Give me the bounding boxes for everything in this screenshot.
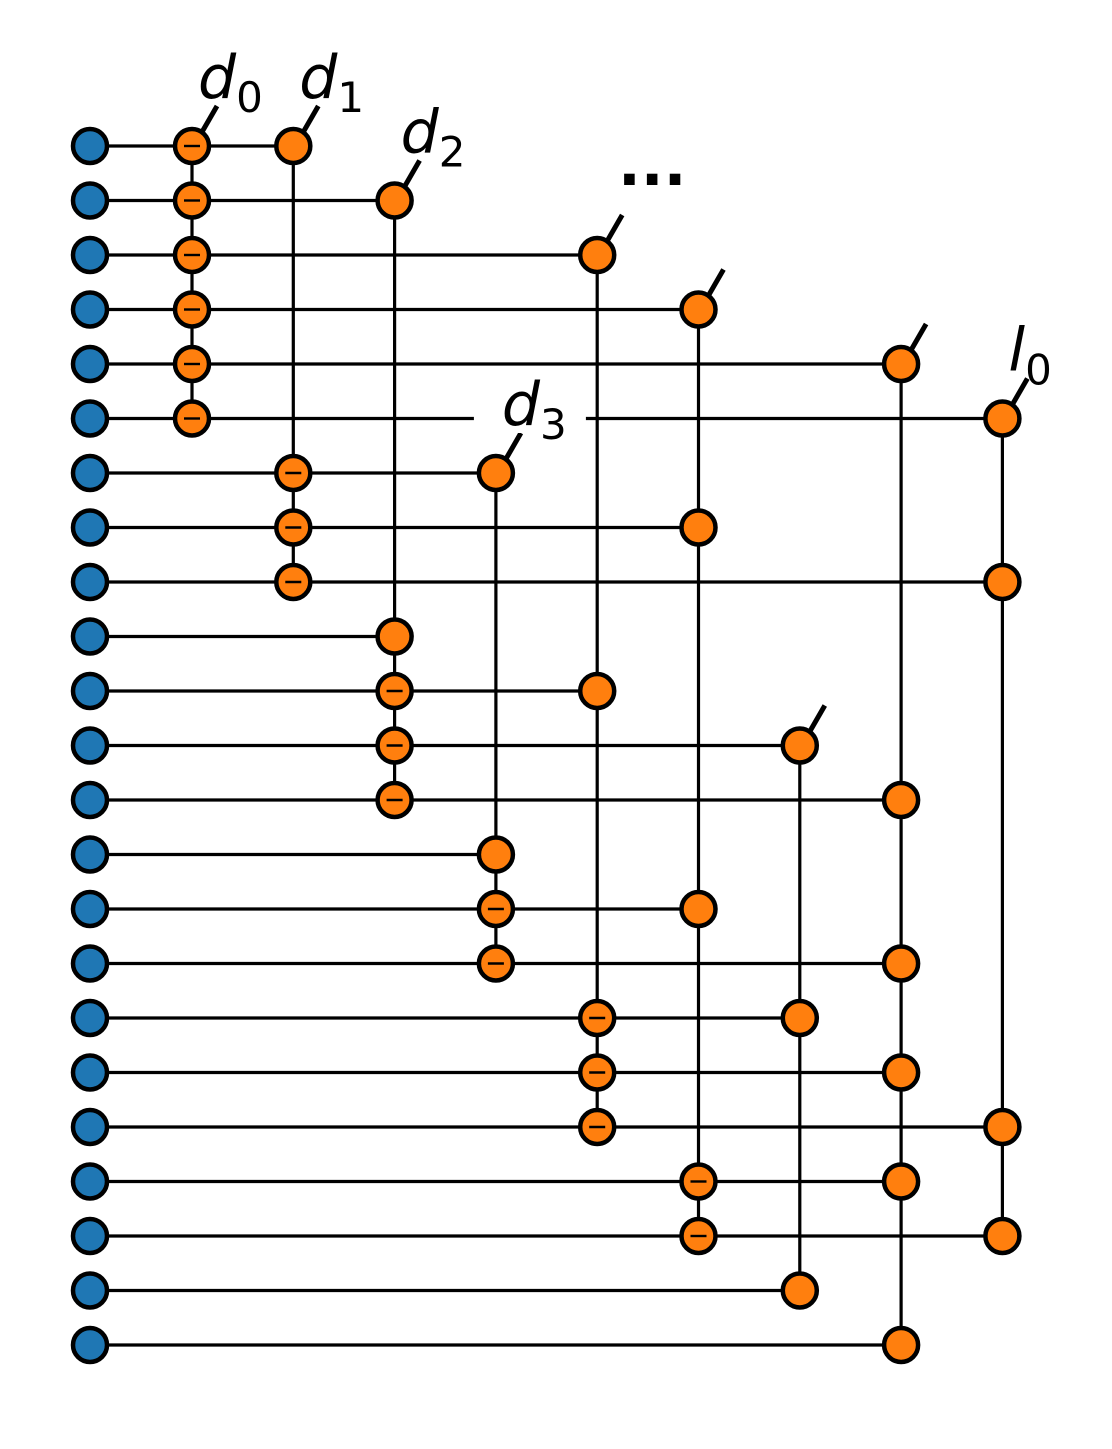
gate-nodes	[172, 126, 1022, 1365]
gate-node	[679, 889, 718, 929]
gate-node	[780, 726, 820, 765]
gate-node	[881, 1053, 921, 1092]
gate-node	[983, 1216, 1022, 1256]
input-node	[70, 671, 110, 711]
input-node	[70, 235, 110, 275]
output-stub-3	[503, 431, 524, 461]
gate-node	[983, 1107, 1022, 1147]
label-subscript: 3	[540, 400, 567, 449]
input-node	[70, 617, 110, 656]
gate-node	[983, 562, 1022, 602]
input-node	[70, 126, 110, 166]
gate-node	[881, 1162, 921, 1201]
gate-node	[679, 508, 718, 547]
input-node	[70, 726, 110, 765]
input-node	[70, 944, 110, 983]
output-stub-0	[199, 104, 220, 134]
gate-node	[881, 944, 921, 983]
input-node	[70, 1216, 110, 1256]
gate-node	[881, 344, 921, 384]
gate-node	[577, 235, 617, 275]
label-subscript: 2	[439, 128, 466, 177]
input-node	[70, 1325, 110, 1365]
label-subscript: 0	[236, 73, 263, 122]
output-stub-5	[706, 268, 726, 297]
input-node	[70, 1107, 110, 1147]
gate-node	[881, 1325, 921, 1365]
output-stub-1	[301, 104, 321, 134]
gate-node	[577, 671, 617, 711]
input-node	[70, 889, 110, 929]
ellipsis: ...	[618, 130, 686, 200]
gate-node	[881, 780, 921, 820]
input-node	[70, 998, 110, 1038]
column-label-d1: d1	[299, 43, 364, 122]
output-stubs	[199, 104, 1030, 733]
input-node	[70, 344, 110, 384]
gate-node	[476, 453, 516, 493]
column-label-d0: d0	[198, 43, 263, 122]
output-stub-6	[807, 704, 827, 733]
gate-node	[679, 290, 718, 329]
gate-node	[983, 399, 1022, 438]
input-node	[70, 835, 110, 874]
input-node	[70, 453, 110, 493]
output-stub-7	[908, 322, 929, 352]
gate-node	[476, 835, 516, 874]
output-stub-8	[1010, 377, 1030, 406]
gate-node	[375, 617, 414, 656]
gate-node	[375, 181, 414, 220]
output-stub-4	[605, 213, 625, 243]
input-node	[70, 780, 110, 820]
gate-node	[274, 126, 313, 166]
input-node	[70, 399, 110, 438]
column-label-l0: l0	[1008, 316, 1051, 395]
horizontal-wires	[90, 144, 1003, 1347]
gate-node	[780, 998, 820, 1038]
label-background	[473, 371, 586, 433]
label-subscript: 1	[337, 73, 364, 122]
column-label-d2: d2	[401, 98, 466, 177]
input-node	[70, 1271, 110, 1310]
gate-node	[780, 1271, 820, 1310]
label-subscript: 0	[1025, 346, 1052, 395]
input-node	[70, 1162, 110, 1201]
input-node	[70, 562, 110, 602]
output-stub-2	[402, 159, 422, 188]
input-node	[70, 508, 110, 547]
input-nodes	[70, 126, 110, 1365]
input-node	[70, 1053, 110, 1092]
input-node	[70, 290, 110, 329]
input-node	[70, 181, 110, 220]
